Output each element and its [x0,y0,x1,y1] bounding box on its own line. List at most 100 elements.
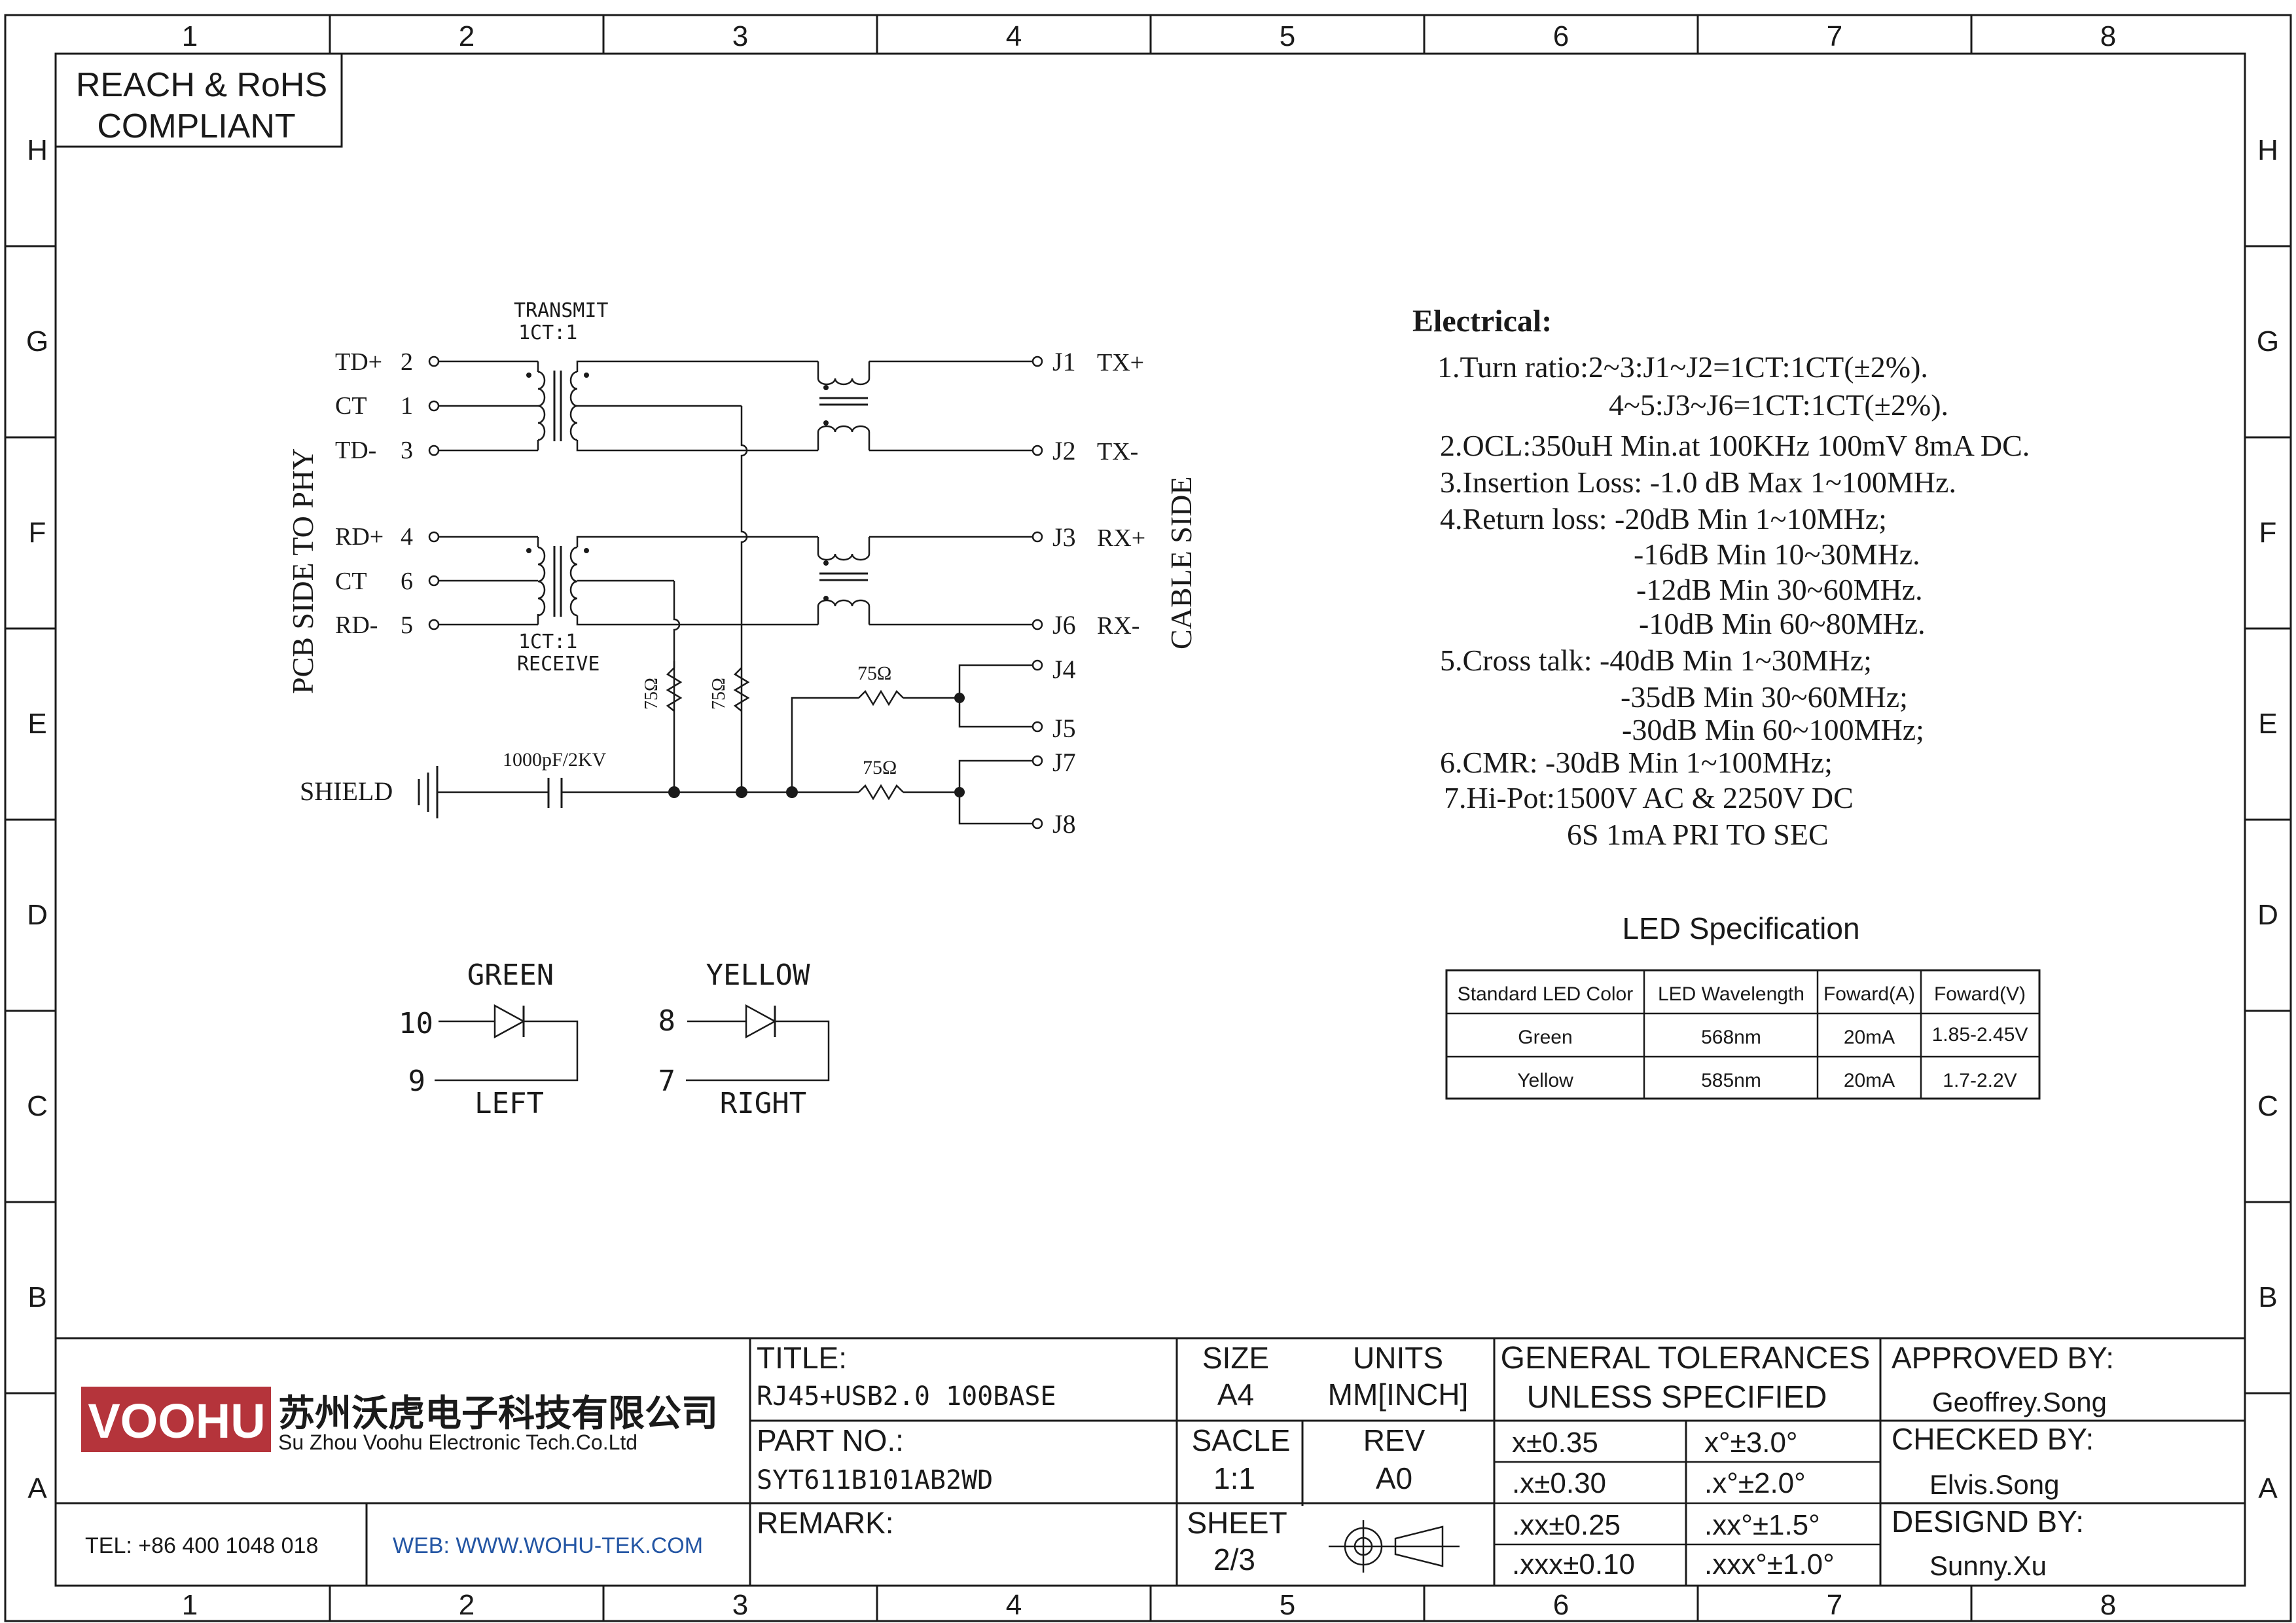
led-yellow: YELLOW 8 7 RIGHT [658,958,830,1120]
jack-pin: J4 [1052,655,1076,684]
shield-label: SHIELD [300,776,393,806]
designed-value: Sunny.Xu [1929,1550,2047,1581]
compliance-line-1: REACH & RoHS [76,66,327,104]
approved-label: APPROVED BY: [1892,1341,2114,1375]
sheet-value: 2/3 [1213,1542,1255,1577]
led-spec-title: LED Specification [1622,911,1859,945]
rev-value: A0 [1376,1461,1412,1495]
scale-label: SACLE [1192,1423,1291,1457]
table-cell: Yellow [1517,1070,1573,1091]
led-color-label: GREEN [467,958,554,992]
row-label-left: F [29,517,46,549]
spec-line: -12dB Min 30~60MHz. [1636,573,1923,606]
row-label-right: E [2258,708,2277,740]
table-cell: 20mA [1844,1070,1895,1091]
table-cell: 585nm [1701,1070,1761,1091]
table-cell: 1.7-2.2V [1943,1070,2017,1091]
col-label-bottom: 5 [1280,1589,1295,1621]
checked-value: Elvis.Song [1929,1469,2059,1500]
tolerance-angular: .xx°±1.5° [1704,1509,1820,1541]
tolerance-linear: .xx±0.25 [1512,1509,1621,1541]
col-label-top: 3 [732,20,748,52]
table-header: LED Wavelength [1658,983,1804,1005]
row-label-right: H [2257,134,2278,166]
resistor-label: 75Ω [641,678,662,710]
led-position-label: RIGHT [720,1087,806,1120]
spec-line: 1.Turn ratio:2~3:J1~J2=1CT:1CT(±2%). [1437,350,1928,384]
receive-ratio: 1CT:1 [518,630,577,653]
row-label-left: E [27,708,46,740]
spec-line: -30dB Min 60~100MHz; [1622,713,1924,746]
row-label-left: B [27,1281,46,1313]
title-value: RJ45+USB2.0 100BASE [757,1381,1056,1412]
pin-number: 2 [401,348,413,376]
row-label-right: A [2258,1472,2278,1504]
spec-line: -16dB Min 10~30MHz. [1634,538,1920,571]
pin-name: TD+ [335,348,382,376]
zone-columns: 1 2 3 4 5 6 7 8 1 2 3 4 5 6 7 8 [182,15,2116,1621]
pin-number: 4 [401,523,413,551]
sheet-label: SHEET [1187,1506,1287,1540]
table-cell: 568nm [1701,1027,1761,1048]
row-label-right: D [2257,899,2278,931]
spec-line: 7.Hi-Pot:1500V AC & 2250V DC [1444,781,1854,814]
cable-side-label: CABLE SIDE [1164,477,1198,650]
jack-pin: J7 [1052,748,1076,777]
units-value: MM[INCH] [1328,1377,1469,1412]
table-header: Foward(V) [1934,983,2026,1005]
schematic: TRANSMIT 1CT:1 1CT:1 RECEIVE TD+ 2 CT 1 … [286,299,1198,839]
transmit-ratio: 1CT:1 [518,321,577,344]
col-label-bottom: 3 [732,1589,748,1621]
designed-label: DESIGND BY: [1892,1504,2084,1539]
led-pin-label: 8 [658,1004,676,1038]
row-label-left: C [27,1090,48,1122]
approved-value: Geoffrey.Song [1932,1387,2107,1417]
col-label-top: 7 [1827,20,1842,52]
col-label-top: 4 [1006,20,1022,52]
pin-number: 5 [401,611,413,639]
compliance-box: REACH & RoHS COMPLIANT [56,54,343,148]
electrical-title: Electrical: [1412,304,1552,338]
col-label-top: 5 [1280,20,1295,52]
led-position-label: LEFT [475,1087,544,1120]
receive-label: RECEIVE [517,653,600,676]
resistor-label: 75Ω [857,663,891,684]
row-label-right: C [2257,1090,2278,1122]
col-label-top: 8 [2100,20,2116,52]
size-label: SIZE [1202,1341,1269,1375]
row-label-left: D [27,899,48,931]
company-name-en: Su Zhou Voohu Electronic Tech.Co.Ltd [278,1431,637,1454]
table-header: Standard LED Color [1458,983,1633,1005]
part-number-value: SYT611B101AB2WD [757,1465,993,1495]
logo-badge [81,1387,271,1452]
web-link[interactable]: WEB: WWW.WOHU-TEK.COM [393,1533,703,1558]
projection-symbol-icon [1329,1520,1460,1573]
led-spec-table: LED Specification Standard LED Color LED… [1445,911,2041,1100]
pin-number: 3 [401,437,413,464]
zone-rows: H G F E D C B A H G F E D C B A [5,134,2291,1504]
tolerance-angular: .x°±2.0° [1704,1467,1806,1499]
tel-text: TEL: +86 400 1048 018 [85,1533,318,1558]
resistor-label: 75Ω [709,678,729,710]
jack-pin: J8 [1052,809,1076,839]
part-number-label: PART NO.: [757,1423,904,1457]
pin-number: 6 [401,568,413,595]
title-label: TITLE: [757,1341,847,1375]
spec-line: 6S 1mA PRI TO SEC [1567,818,1829,851]
compliance-line-2: COMPLIANT [97,107,295,145]
capacitor-label: 1000pF/2KV [503,749,607,771]
row-label-right: G [2257,325,2279,357]
tolerance-angular: x°±3.0° [1704,1427,1798,1459]
spec-line: 4~5:J3~J6=1CT:1CT(±2%). [1609,388,1948,422]
row-label-left: H [27,134,48,166]
jack-pin: J2 [1052,436,1076,465]
company-name-cn: 苏州沃虎电子科技有限公司 [278,1393,718,1434]
spec-line: -35dB Min 30~60MHz; [1621,680,1908,714]
electrical-spec: Electrical: 1.Turn ratio:2~3:J1~J2=1CT:1… [1412,304,2030,851]
pin-name: CT [335,568,367,595]
scale-value: 1:1 [1213,1461,1255,1495]
pin-number: 1 [401,392,413,420]
jack-pin: J5 [1052,714,1076,743]
spec-line: 3.Insertion Loss: -1.0 dB Max 1~100MHz. [1440,465,1956,499]
